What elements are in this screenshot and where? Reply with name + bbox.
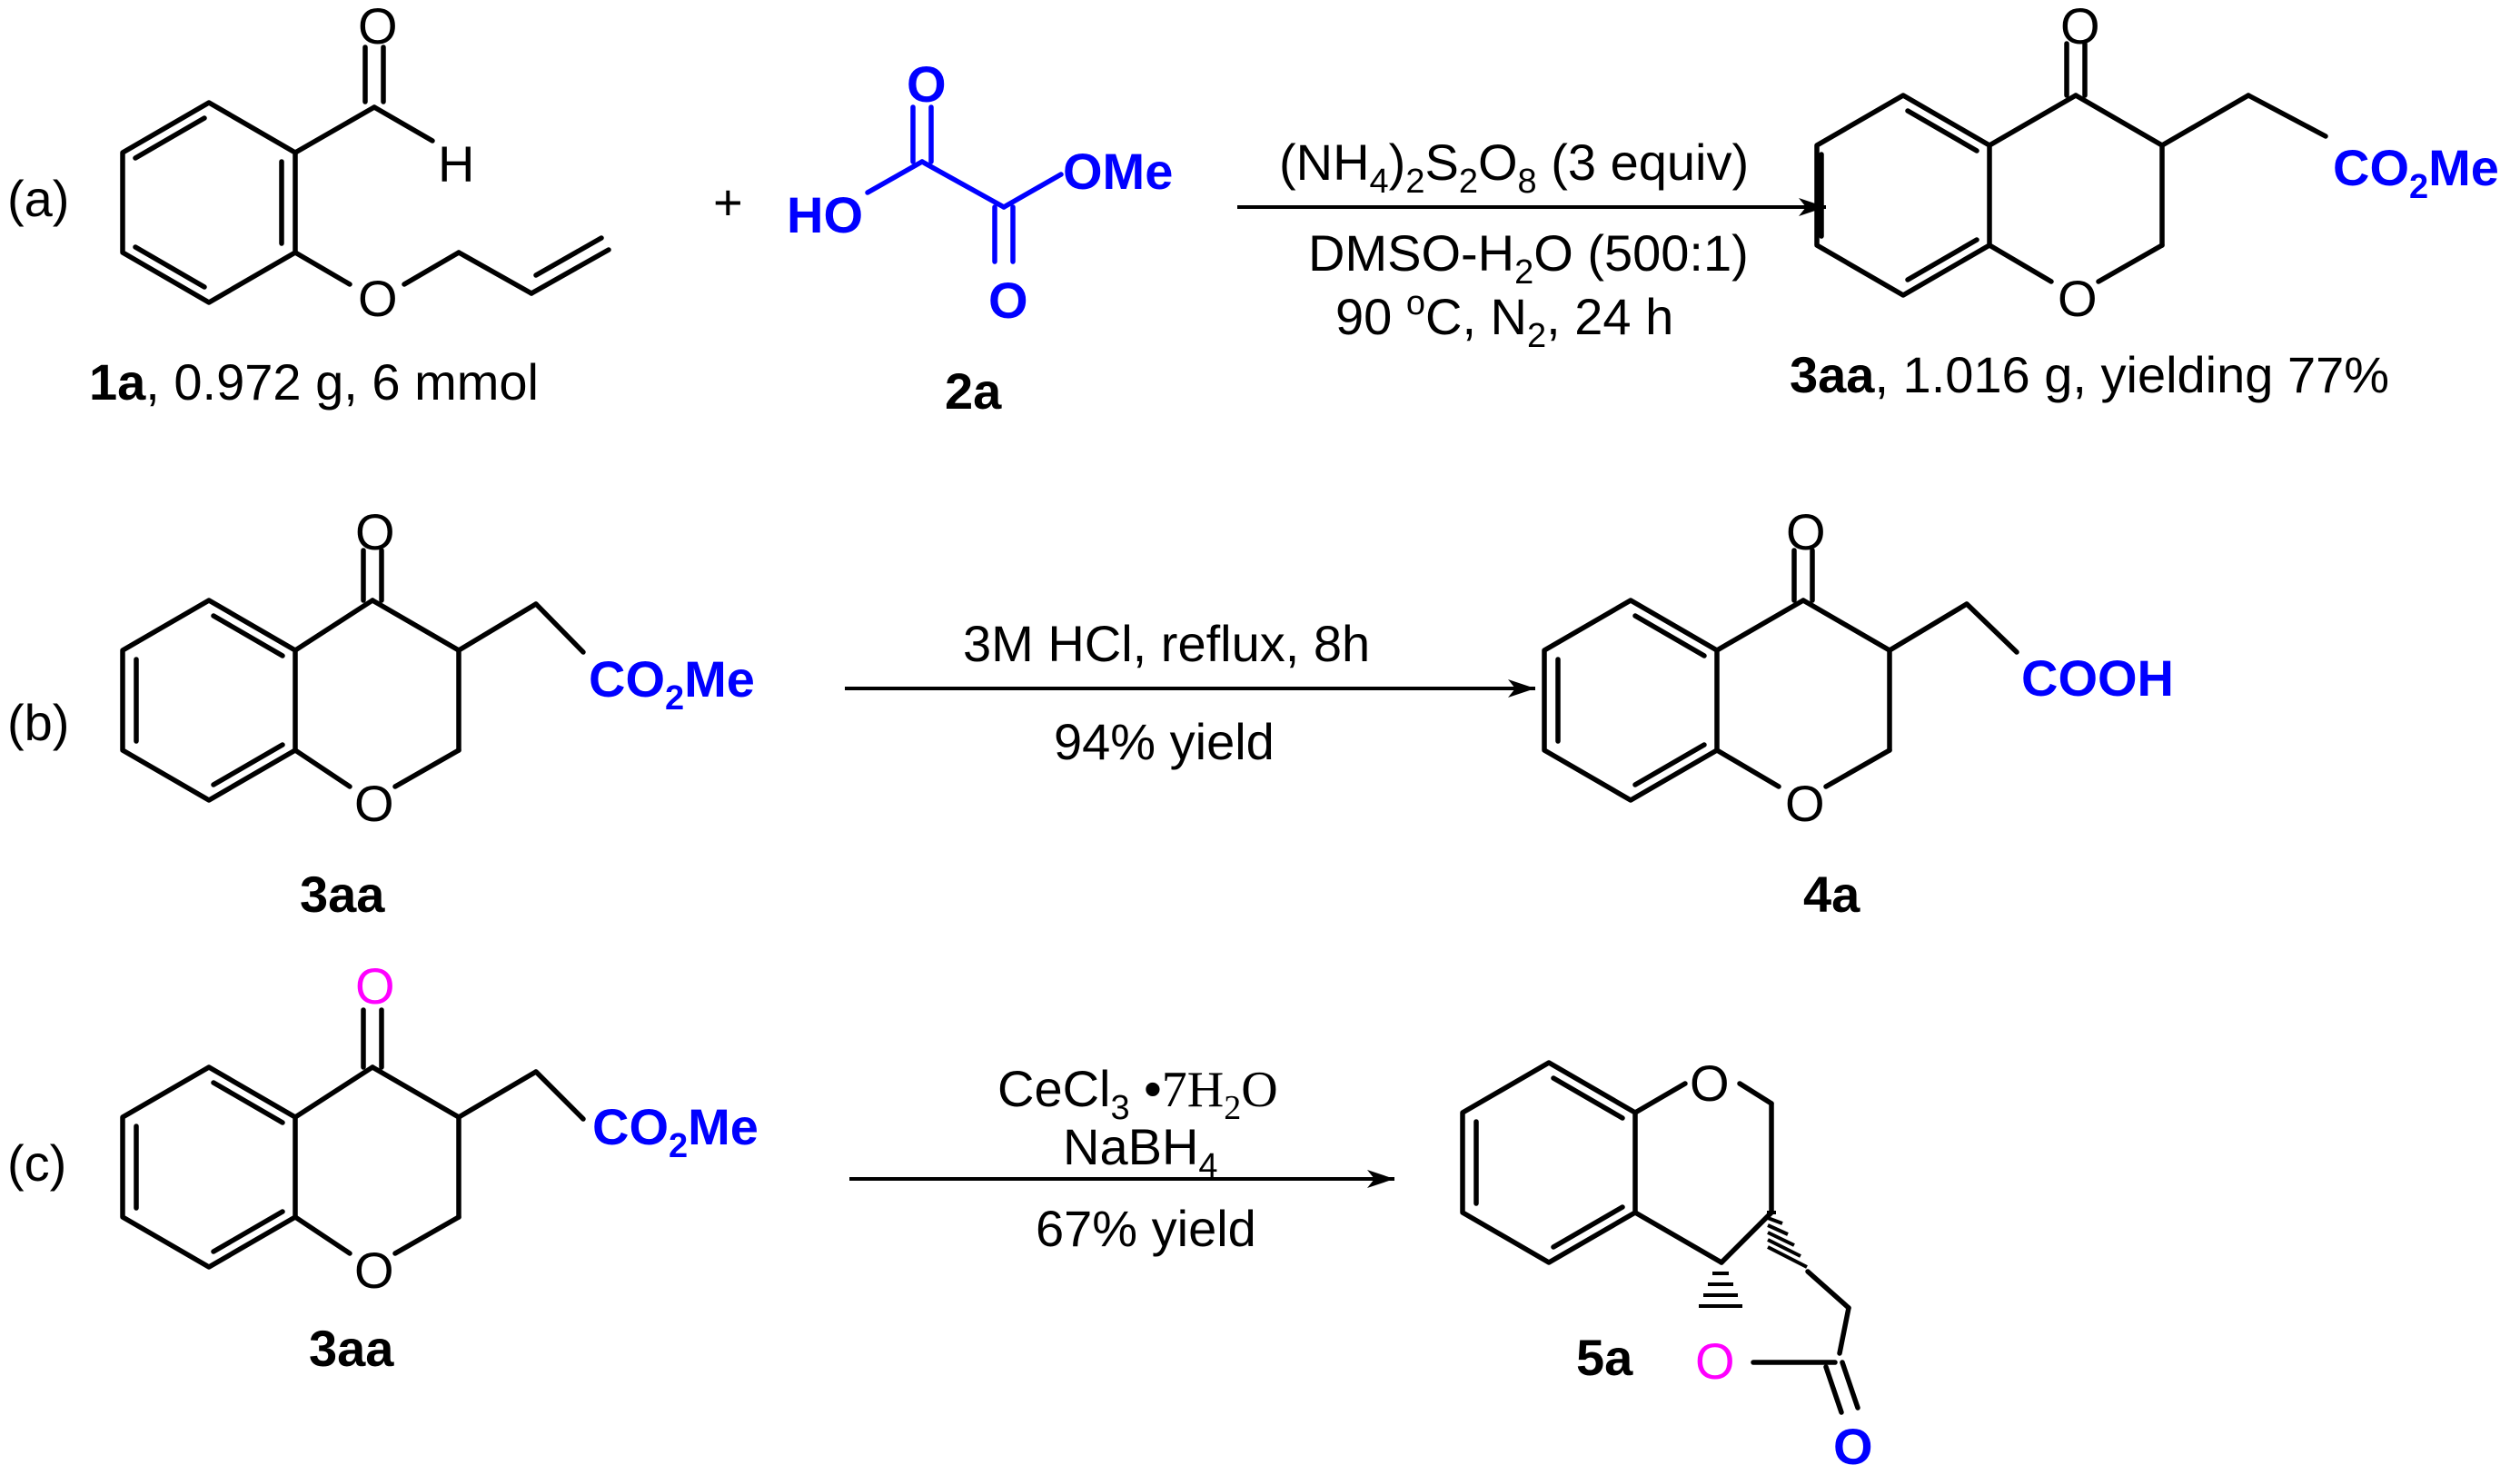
atom-O: O <box>2058 270 2098 327</box>
conditions-a-line1: (NH4)2S2O8 (3 equiv) <box>1279 134 1749 201</box>
atom-CO2Me: CO2Me <box>2333 139 2499 206</box>
molecule-3aa-c: O O CO2Me <box>120 957 759 1299</box>
atom-O: O <box>358 270 398 327</box>
atom-COOH: COOH <box>2021 649 2174 707</box>
molecule-4a: O O COOH <box>1542 503 2174 832</box>
row-a-label: (a) <box>7 170 69 227</box>
atom-O: O <box>1833 1418 1873 1475</box>
atom-O-tracked: O <box>355 957 395 1015</box>
atom-O: O <box>1785 775 1825 832</box>
atom-O: O <box>2060 0 2100 54</box>
conditions-a-line3: 90 oC, N2, 24 h <box>1335 284 1673 355</box>
conditions-c-line3: 67% yield <box>1036 1200 1256 1257</box>
atom-HO: HO <box>787 186 863 243</box>
conditions-c-line1: CeCl3 •7H2O <box>997 1060 1278 1127</box>
compound-label-4a: 4a <box>1803 866 1860 923</box>
compound-label-2a: 2a <box>945 362 1002 420</box>
compound-label-3aa-b: 3aa <box>300 866 385 923</box>
compound-label-5a: 5a <box>1576 1329 1633 1386</box>
row-b-label: (b) <box>7 694 69 751</box>
atom-O: O <box>354 1242 394 1299</box>
plus-sign: + <box>713 173 743 231</box>
atom-O: O <box>355 503 395 560</box>
conditions-a-line2: DMSO-H2O (500:1) <box>1308 224 1749 292</box>
atom-O: O <box>1786 503 1826 560</box>
molecule-2a: O HO OMe O <box>787 55 1173 329</box>
atom-O: O <box>358 0 398 54</box>
compound-label-3aa: 3aa, 1.016 g, yielding 77% <box>1790 346 2389 403</box>
molecule-1a: O H O <box>120 0 611 327</box>
atom-O: O <box>907 55 947 113</box>
compound-label-3aa-c: 3aa <box>309 1320 394 1377</box>
atom-O-tracked: O <box>1695 1332 1735 1390</box>
atom-O: O <box>1690 1054 1730 1112</box>
row-a: (a) O H O 1a, 0.972 g, 6 mmol + <box>7 0 2499 420</box>
atom-O: O <box>988 272 1028 329</box>
atom-CO2Me: CO2Me <box>592 1098 759 1165</box>
atom-OMe: OMe <box>1063 143 1173 200</box>
conditions-b-line2: 94% yield <box>1054 713 1275 770</box>
row-c: (c) O O CO2Me 3aa CeCl3 •7H2O NaBH4 67% … <box>7 957 1873 1475</box>
molecule-5a: O O O <box>1460 1054 1873 1475</box>
atom-CO2Me: CO2Me <box>589 650 755 718</box>
conditions-c-line2: NaBH4 <box>1063 1118 1218 1185</box>
row-c-label: (c) <box>7 1134 66 1192</box>
atom-O: O <box>354 775 394 832</box>
conditions-b-line1: 3M HCl, reflux, 8h <box>963 615 1370 672</box>
molecule-3aa-b: O O CO2Me <box>120 503 755 832</box>
compound-label-1a: 1a, 0.972 g, 6 mmol <box>89 353 539 411</box>
atom-H: H <box>438 135 474 193</box>
molecule-3aa: O O CO2Me <box>1814 0 2499 327</box>
row-b: (b) O O CO2Me 3aa 3M HCl, reflux, 8h 94%… <box>7 503 2174 923</box>
